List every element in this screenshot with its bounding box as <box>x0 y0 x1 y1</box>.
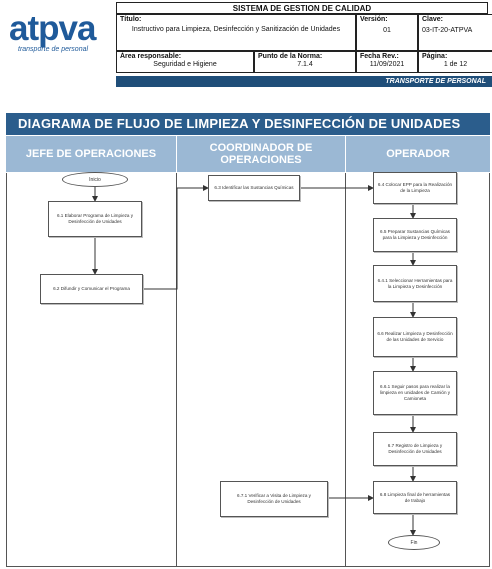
titulo-value: Instructivo para Limpieza, Desinfección … <box>131 26 341 33</box>
step-6-4: 6.4 Colocar EPP para la Realización de l… <box>373 172 457 204</box>
step-6-6-1: 6.6.1 Seguir pasos para realizar la limp… <box>373 371 457 415</box>
step-6-3: 6.3 Identificar las Sustancias Químicas <box>208 175 300 201</box>
norma-label: Punto de la Norma: <box>258 53 323 60</box>
step-6-8: 6.8 Limpieza final de herramientas de tr… <box>373 481 457 514</box>
diagram-title: DIAGRAMA DE FLUJO DE LIMPIEZA Y DESINFEC… <box>6 113 490 135</box>
step-6-2: 6.2 Difundir y Comunicar el Programa <box>40 274 143 304</box>
lane-header-operador: OPERADOR <box>346 136 490 172</box>
lane-jefe <box>6 173 177 567</box>
area-cell: Área responsable: Seguridad e Higiene <box>116 51 254 73</box>
pagina-cell: Página: 1 de 12 <box>418 51 492 73</box>
lane-header-jefe: JEFE DE OPERACIONES <box>6 136 176 172</box>
step-6-4-1: 6.4.1 Seleccionar Herramientas para la L… <box>373 265 457 302</box>
clave-cell: Clave: 03-IT-20-ATPVA <box>418 14 492 51</box>
fecha-cell: Fecha Rev.: 11/09/2021 <box>356 51 418 73</box>
norma-value: 7.1.4 <box>297 61 313 68</box>
step-6-5: 6.5 Preparar Sustancias Químicas para la… <box>373 218 457 252</box>
company-logo-subtitle: transporte de personal <box>18 46 89 53</box>
version-value: 01 <box>383 27 391 34</box>
norma-cell: Punto de la Norma: 7.1.4 <box>254 51 356 73</box>
step-6-7-1: 6.7.1 Verificar a Visita de Limpieza y D… <box>220 481 328 517</box>
version-cell: Versión: 01 <box>356 14 418 51</box>
titulo-label: Título: <box>120 16 142 23</box>
pagina-value: 1 de 12 <box>443 61 468 68</box>
clave-value: 03-IT-20-ATPVA <box>422 27 473 34</box>
step-6-6: 6.6 Realizar Limpieza y Desinfección de … <box>373 317 457 357</box>
lane-header-coordinador: COORDINADOR DE OPERACIONES <box>177 136 345 172</box>
version-label: Versión: <box>360 16 388 23</box>
transport-strip: TRANSPORTE DE PERSONAL <box>116 76 492 87</box>
system-title: SISTEMA DE GESTION DE CALIDAD <box>116 2 488 14</box>
titulo-cell: Título: Instructivo para Limpieza, Desin… <box>116 14 356 51</box>
end-node: Fin <box>388 535 440 550</box>
pagina-label: Página: <box>422 53 448 60</box>
area-label: Área responsable: <box>120 53 182 60</box>
step-6-7: 6.7 Registro de Limpieza y Desinfección … <box>373 432 457 466</box>
fecha-value: 11/09/2021 <box>369 61 405 68</box>
clave-label: Clave: <box>422 16 444 23</box>
company-logo: atpva <box>9 9 96 48</box>
fecha-label: Fecha Rev.: <box>360 53 399 60</box>
area-value: Seguridad e Higiene <box>153 61 217 68</box>
start-node: Inicio <box>62 172 128 187</box>
step-6-1: 6.1 Elaborar Programa de Limpieza y Desi… <box>48 201 142 237</box>
